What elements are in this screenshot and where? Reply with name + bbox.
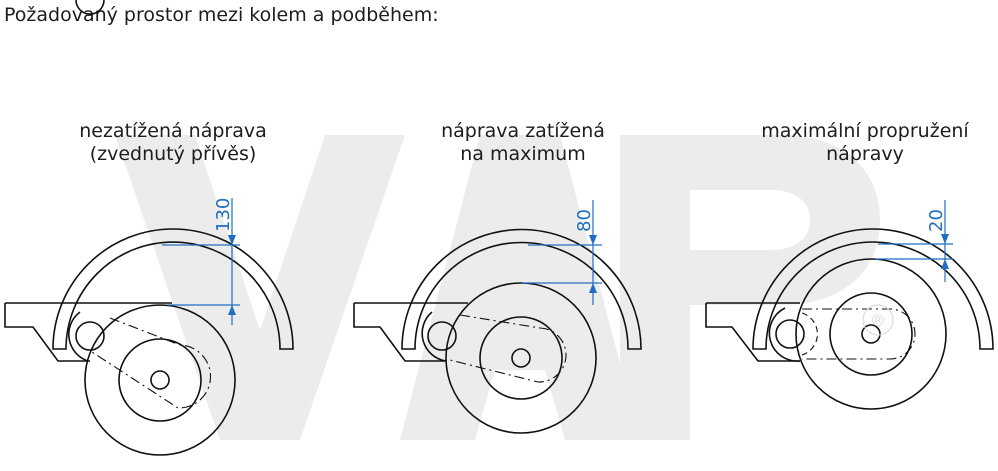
rim: [118, 338, 202, 422]
caption-max-suspension: maximální propružení nápravy: [740, 120, 990, 166]
caption-line1: náprava zatížená: [441, 120, 605, 142]
dimension-80: [522, 200, 602, 305]
caption-loaded-axle: náprava zatížená na maximum: [410, 120, 636, 166]
dimension-20: [875, 200, 953, 282]
pivot-eye: [775, 319, 805, 349]
chassis-bracket: [353, 302, 468, 362]
dimension-label-80: 80: [574, 209, 595, 232]
hub: [861, 324, 881, 344]
panel-loaded: [353, 228, 642, 434]
rim: [829, 292, 913, 376]
hub: [150, 370, 170, 390]
hub: [511, 348, 531, 368]
tyre: [795, 258, 947, 410]
tyre: [445, 282, 597, 434]
caption-line2: na maximum: [460, 143, 586, 165]
chassis-bracket: [705, 302, 800, 362]
pivot-eye: [75, 0, 105, 15]
caption-line2: (zvednutý přívěs): [89, 143, 257, 165]
page-heading: Požadovaný prostor mezi kolem a podběhem…: [4, 4, 439, 26]
swing-arm: [802, 308, 916, 360]
dimension-label-130: 130: [213, 198, 234, 232]
panel-unloaded: [4, 0, 294, 456]
fender: [52, 228, 294, 350]
svg-text:®: ®: [870, 311, 886, 330]
swing-arm: [449, 314, 567, 383]
panel-max-suspension: [705, 228, 994, 410]
dimension-label-20: 20: [926, 209, 947, 232]
chassis-bracket: [4, 302, 172, 362]
fender: [752, 228, 994, 350]
caption-unloaded-axle: nezatížená náprava (zvednutý přívěs): [58, 120, 288, 166]
caption-line1: nezatížená náprava: [79, 120, 267, 142]
caption-line1: maximální propružení: [761, 120, 969, 142]
caption-line2: nápravy: [826, 143, 904, 165]
pivot-eye: [427, 321, 457, 351]
fender: [401, 228, 642, 350]
registered-mark: [862, 304, 894, 336]
swing-arm: [91, 317, 212, 409]
dimension-130: [162, 198, 240, 325]
tyre: [84, 304, 236, 456]
rim: [479, 316, 563, 400]
